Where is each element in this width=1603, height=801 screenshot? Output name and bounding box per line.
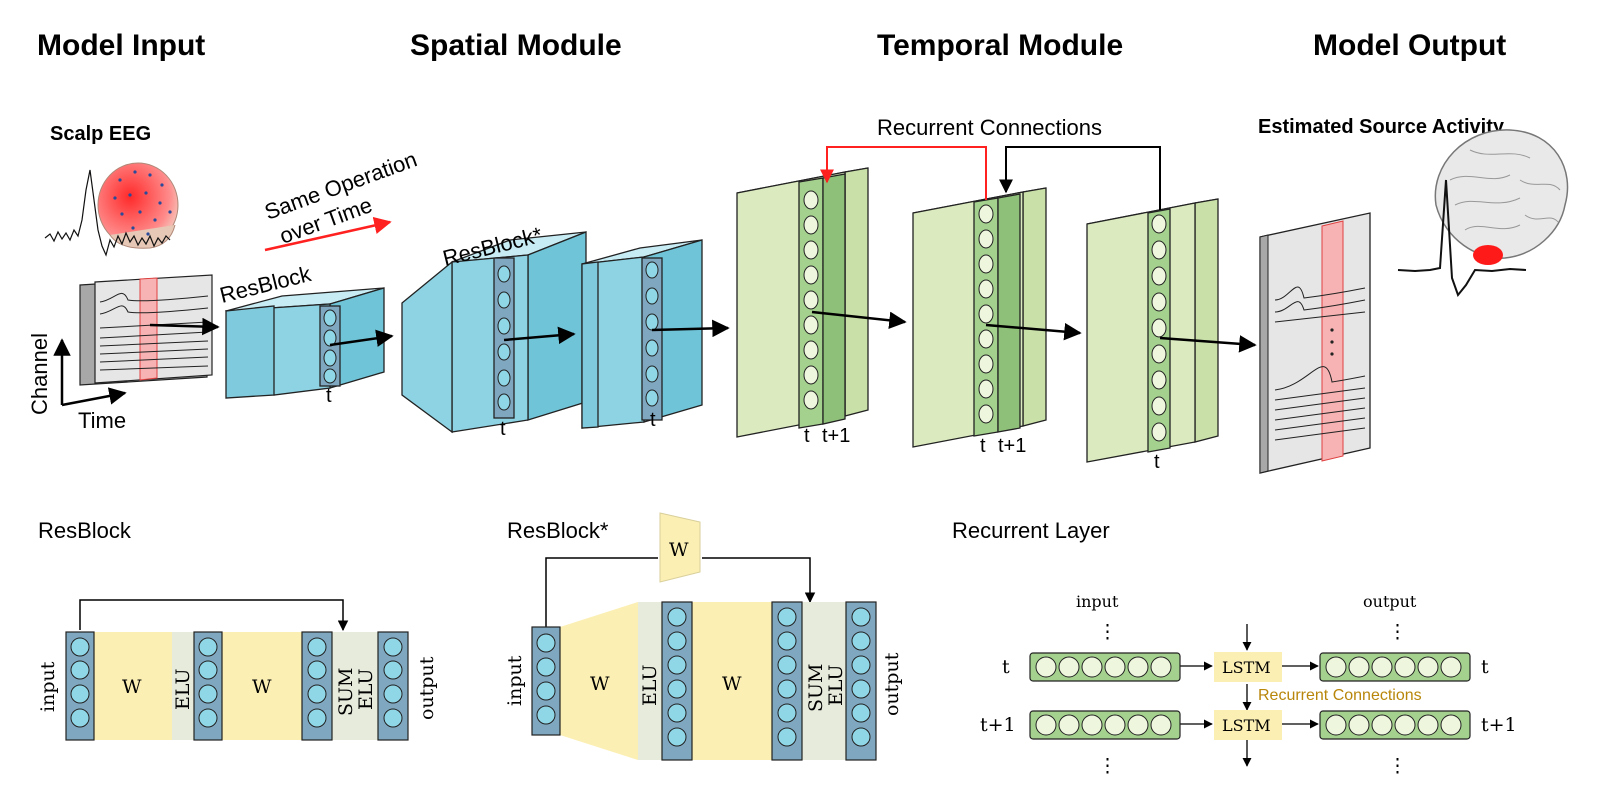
row-t-left-label: t	[1002, 656, 1010, 678]
input-eeg-panel	[79, 274, 213, 386]
scalp-eeg-label: Scalp EEG	[50, 123, 151, 145]
output-dots-bottom: ⋮	[1388, 755, 1407, 777]
resblock-star-3d	[401, 231, 587, 434]
resblock-star-detail-title: ResBlock*	[507, 518, 609, 543]
lstm-top-label: LSTM	[1222, 658, 1271, 677]
resblock-star-t-label: t	[500, 418, 506, 440]
resblock-star-w1-label: W	[590, 673, 610, 695]
spatial-output-t-label: t	[650, 409, 656, 431]
spatial-output-3d	[581, 239, 703, 429]
layer2-t-label: t	[980, 435, 986, 457]
resblock-3d	[224, 287, 385, 399]
resblock-detail	[65, 599, 409, 741]
output-dots-top: ⋮	[1388, 621, 1407, 643]
recurrent-layer-title: Recurrent Layer	[952, 518, 1110, 543]
same-operation-arrow	[264, 216, 392, 252]
resblock-star-detail	[531, 512, 877, 761]
resblock-star-shortcut-w-label: W	[669, 539, 689, 561]
row-t-right-label: t	[1481, 656, 1489, 678]
resblock-star-elu2-label: ELU	[825, 665, 847, 706]
input-dots-bottom: ⋮	[1098, 755, 1117, 777]
scalp-eeg-illustration	[44, 162, 179, 257]
resblock-detail-title: ResBlock	[38, 518, 132, 543]
resblock-elu2-label: ELU	[355, 669, 377, 710]
resblock-star-sum-label: SUM	[805, 664, 827, 712]
layer1-t-label: t	[804, 425, 810, 447]
row-t1-left-label: t+1	[980, 714, 1016, 736]
channel-axis-label: Channel	[27, 333, 52, 415]
resblock-elu-label: ELU	[172, 669, 194, 710]
resblock-star-elu-label: ELU	[639, 665, 661, 706]
temporal-layer-1	[736, 167, 869, 438]
resblock-star-w2-label: W	[722, 673, 742, 695]
resblock-input-label: input	[37, 661, 59, 712]
header-temporal-module: Temporal Module	[877, 29, 1123, 62]
layer2-t-plus-1-label: t+1	[998, 435, 1026, 457]
temporal-layer-2	[912, 187, 1047, 448]
header-model-input: Model Input	[37, 29, 205, 62]
resblock-star-output-label: output	[881, 652, 903, 716]
estimated-source-activity-label: Estimated Source Activity	[1258, 116, 1505, 138]
resblock-w2-label: W	[252, 676, 272, 698]
row-t1-right-label: t+1	[1481, 714, 1517, 736]
resblock-t-label: t	[326, 385, 332, 407]
recurrent-layer-detail	[1029, 624, 1471, 767]
time-axis-label: Time	[78, 408, 126, 433]
recurrent-arrow-red	[820, 146, 987, 200]
resblock-output-label: output	[416, 656, 438, 720]
header-spatial-module: Spatial Module	[410, 29, 622, 62]
output-source-panel	[1259, 212, 1371, 474]
bottom-recurrent-connections-label: Recurrent Connections	[1258, 687, 1422, 704]
recurrent-connections-label: Recurrent Connections	[877, 115, 1102, 140]
recurrent-arrow-black	[999, 146, 1161, 210]
lstm-bottom-label: LSTM	[1222, 716, 1271, 735]
layer3-t-label: t	[1154, 451, 1160, 473]
recurrent-input-label: input	[1076, 592, 1119, 611]
resblock-star-input-label: input	[504, 655, 526, 706]
resblock-sum-label: SUM	[335, 668, 357, 716]
header-model-output: Model Output	[1313, 29, 1506, 62]
temporal-layer-3	[1086, 198, 1219, 463]
brain-illustration	[1397, 129, 1569, 298]
resblock-w1-label: W	[122, 676, 142, 698]
recurrent-output-label: output	[1363, 592, 1417, 611]
input-dots-top: ⋮	[1098, 621, 1117, 643]
channel-time-axes	[53, 338, 127, 407]
layer1-t-plus-1-label: t+1	[822, 425, 850, 447]
